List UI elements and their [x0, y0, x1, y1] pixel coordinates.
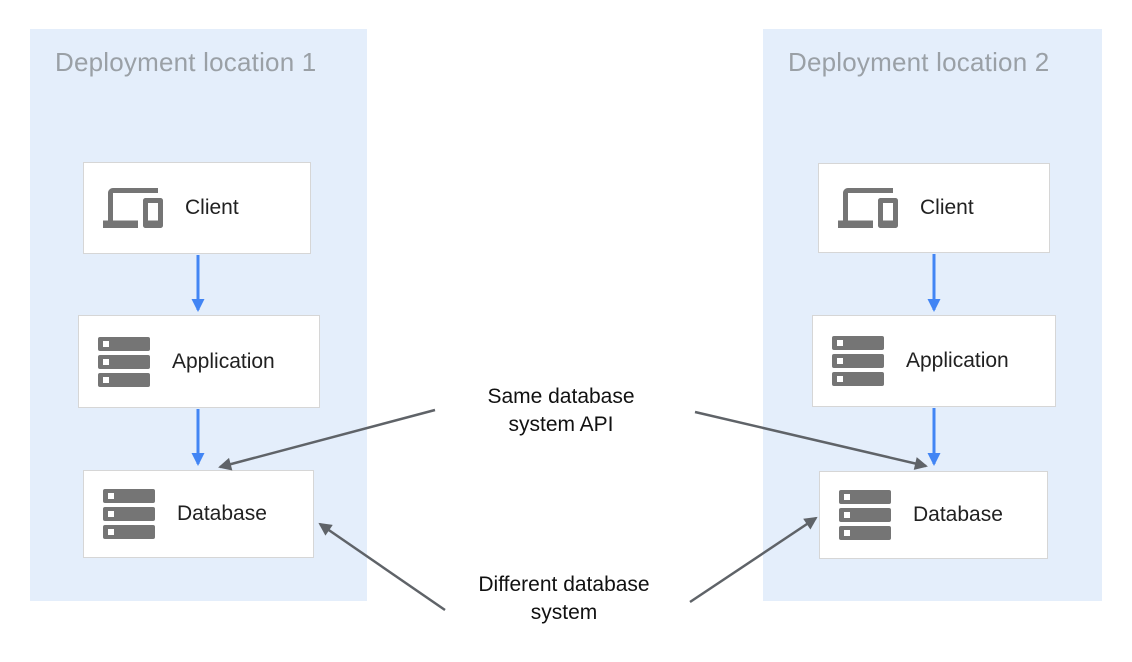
node-label: Application [906, 349, 1009, 372]
node-label: Database [913, 503, 1003, 526]
node-application-1: Application [78, 315, 320, 408]
devices-icon [838, 178, 898, 238]
server-stack-icon [103, 489, 155, 539]
server-stack-icon [839, 490, 891, 540]
node-label: Database [177, 502, 267, 525]
devices-icon [103, 178, 163, 238]
node-label: Application [172, 349, 275, 373]
panel-title-2: Deployment location 2 [788, 47, 1050, 77]
node-database-2: Database [819, 471, 1048, 559]
node-label: Client [920, 196, 974, 219]
node-label: Client [185, 196, 239, 219]
server-stack-icon [98, 336, 150, 387]
annotation-same-api: Same database system API [487, 385, 635, 436]
server-stack-icon [832, 336, 884, 386]
node-client-2: Client [818, 163, 1050, 253]
panel-title-1: Deployment location 1 [55, 47, 317, 77]
node-database-1: Database [83, 470, 314, 558]
node-application-2: Application [812, 315, 1056, 407]
node-client-1: Client [83, 162, 311, 254]
annotation-different-system: Different database system [478, 573, 650, 624]
